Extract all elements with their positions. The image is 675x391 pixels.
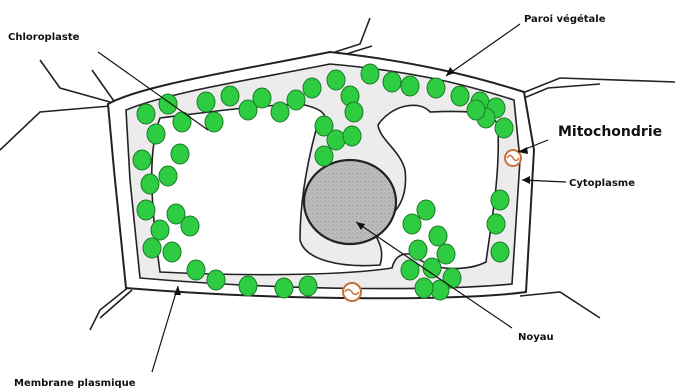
chloroplast xyxy=(253,88,271,108)
chloroplast xyxy=(133,150,151,170)
chloroplast xyxy=(437,244,455,264)
chloroplast xyxy=(345,102,363,122)
chloroplast xyxy=(361,64,379,84)
label-paroi: Paroi végétale xyxy=(524,13,606,25)
label-membrane: Membrane plasmique xyxy=(14,378,136,389)
nucleus xyxy=(304,160,396,244)
chloroplast xyxy=(303,78,321,98)
chloroplast xyxy=(287,90,305,110)
chloroplast xyxy=(159,166,177,186)
chloroplast xyxy=(467,100,485,120)
chloroplast xyxy=(417,200,435,220)
chloroplast xyxy=(423,258,441,278)
chloroplast xyxy=(163,242,181,262)
label-cytoplasme: Cytoplasme xyxy=(569,178,635,189)
chloroplast xyxy=(173,112,191,132)
chloroplast xyxy=(427,78,445,98)
chloroplast xyxy=(429,226,447,246)
chloroplast xyxy=(487,214,505,234)
chloroplast xyxy=(171,144,189,164)
chloroplast xyxy=(299,276,317,296)
chloroplast xyxy=(401,76,419,96)
chloroplast xyxy=(275,278,293,298)
chloroplast xyxy=(239,276,257,296)
label-noyau: Noyau xyxy=(518,332,554,343)
chloroplast xyxy=(495,118,513,138)
chloroplast xyxy=(315,146,333,166)
chloroplast xyxy=(197,92,215,112)
chloroplast xyxy=(143,238,161,258)
label-chloroplaste: Chloroplaste xyxy=(8,32,80,43)
chloroplast xyxy=(207,270,225,290)
chloroplast xyxy=(137,200,155,220)
chloroplast xyxy=(491,190,509,210)
leader-membrane xyxy=(152,286,178,372)
chloroplast xyxy=(327,130,345,150)
chloroplast xyxy=(343,126,361,146)
chloroplast xyxy=(271,102,289,122)
chloroplast xyxy=(151,220,169,240)
chloroplast xyxy=(327,70,345,90)
chloroplast xyxy=(415,278,433,298)
chloroplast xyxy=(147,124,165,144)
leader-paroi xyxy=(446,24,520,76)
chloroplast xyxy=(187,260,205,280)
chloroplast xyxy=(491,242,509,262)
label-mitochondrie: Mitochondrie xyxy=(558,124,662,140)
chloroplast xyxy=(383,72,401,92)
chloroplast xyxy=(137,104,155,124)
chloroplast xyxy=(205,112,223,132)
chloroplast xyxy=(181,216,199,236)
chloroplast xyxy=(141,174,159,194)
chloroplast xyxy=(403,214,421,234)
chloroplast xyxy=(409,240,427,260)
chloroplast xyxy=(451,86,469,106)
chloroplast xyxy=(221,86,239,106)
